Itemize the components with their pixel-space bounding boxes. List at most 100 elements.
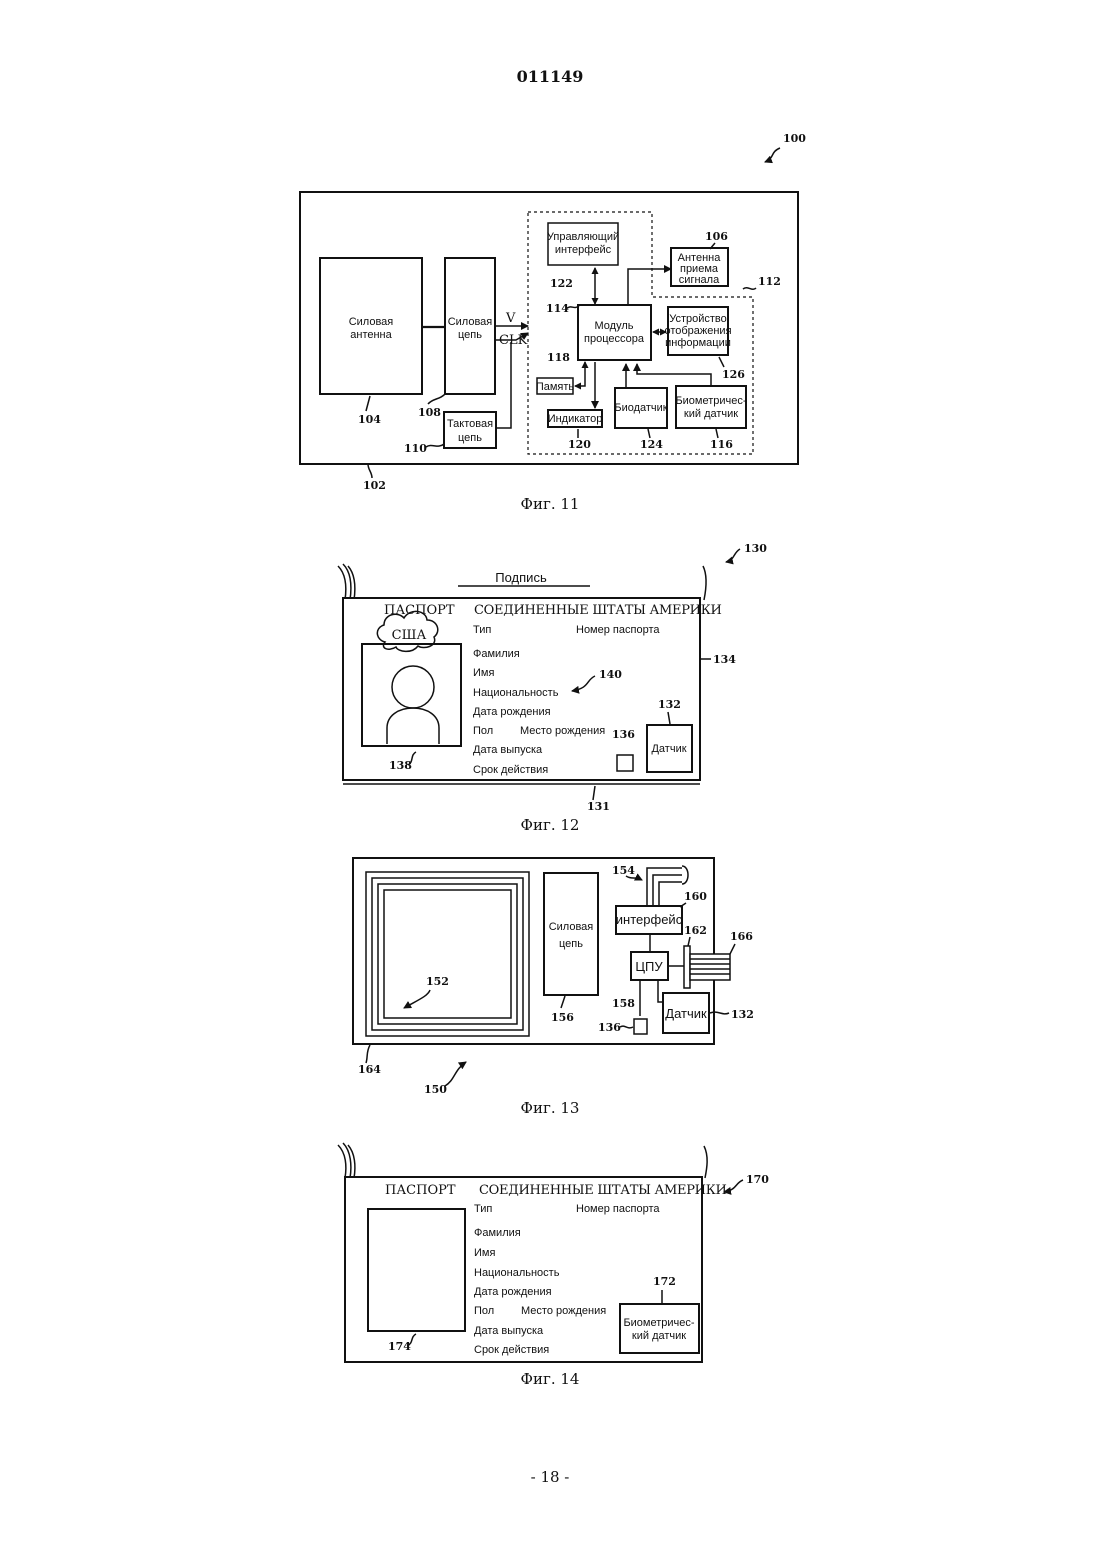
fig14-passport-number-label: Номер паспорта [576, 1203, 660, 1215]
fig12-indicator-square [617, 755, 633, 771]
fig13-cpu-label: ЦПУ [635, 959, 663, 974]
leader-150 [445, 1062, 466, 1086]
ref-138: 138 [389, 759, 412, 772]
fig12-fold-curve-1 [338, 566, 346, 600]
leader-102 [368, 464, 372, 478]
memory-label: Память [536, 381, 575, 393]
biometric-label-2: кий датчик [684, 408, 738, 420]
ref-118: 118 [547, 351, 570, 364]
ref-158: 158 [612, 997, 635, 1010]
display-label-2: отображения [664, 325, 731, 337]
figure-11: 100 112 Силовая антенна 104 Силовая цепь… [300, 132, 806, 513]
ref-152: 152 [426, 975, 449, 988]
indicator-label: Индикатор [548, 413, 603, 425]
display-label-3: информации [665, 337, 731, 349]
fig12-passport-number-label: Номер паспорта [576, 624, 660, 636]
doc-number: 011149 [517, 67, 584, 86]
fig14-field-nationality: Национальность [474, 1267, 560, 1279]
biometric-label-1: Биометричес- [675, 395, 746, 407]
fig14-fold-curve-1 [338, 1145, 346, 1178]
ref-160: 160 [684, 890, 707, 903]
ref-132: 132 [658, 698, 681, 711]
signature-label: Подпись [495, 570, 547, 585]
fig12-field-surname: Фамилия [473, 648, 520, 660]
fig12-field-expiry: Срок действия [473, 764, 548, 776]
ref-140: 140 [599, 668, 622, 681]
fig13-power-circuit-block [544, 873, 598, 995]
leader-100 [765, 148, 780, 162]
ref-162: 162 [684, 924, 707, 937]
power-circuit-label-1: Силовая [448, 316, 493, 328]
fig12-photo-frame [362, 644, 461, 746]
fig14-field-expiry: Срок действия [474, 1344, 549, 1356]
fig12-fold-curve-right [703, 566, 706, 600]
fig14-type-label: Тип [474, 1203, 492, 1215]
fig14-fold-curve-3 [348, 1145, 355, 1178]
fig14-field-birthdate: Дата рождения [474, 1286, 552, 1298]
ref-108: 108 [418, 406, 441, 419]
fig12-field-name: Имя [473, 667, 494, 679]
fig14-field-birthplace: Место рождения [521, 1305, 606, 1317]
control-interface-label-2: интерфейс [555, 244, 612, 256]
fig12-caption: Фиг. 12 [521, 816, 580, 834]
ref-110: 110 [404, 442, 427, 455]
fig12-field-birthdate: Дата рождения [473, 706, 551, 718]
fig13-interface-label: интерфейс [616, 912, 683, 927]
ref-122: 122 [550, 277, 573, 290]
ref-131: 131 [587, 800, 610, 813]
fig14-photo-frame [368, 1209, 465, 1331]
ref-164: 164 [358, 1063, 381, 1076]
ref-174: 174 [388, 1340, 411, 1353]
contact-pins-166 [690, 954, 730, 980]
fig14-biometric-label-1: Биометричес- [623, 1317, 694, 1329]
leader-131 [593, 786, 595, 800]
ref-104: 104 [358, 413, 381, 426]
fig14-country: СОЕДИНЕННЫЕ ШТАТЫ АМЕРИКИ [479, 1183, 727, 1198]
fig13-caption: Фиг. 13 [521, 1099, 580, 1117]
ref-100: 100 [783, 132, 806, 145]
fig11-caption: Фиг. 11 [521, 495, 580, 513]
ref-120: 120 [568, 438, 591, 451]
fig14-field-name: Имя [474, 1247, 495, 1259]
leader-164 [366, 1045, 370, 1063]
fig14-field-issue-date: Дата выпуска [474, 1325, 544, 1337]
ref-154: 154 [612, 864, 635, 877]
fig12-passport-title: ПАСПОРТ [384, 603, 455, 618]
clock-circuit-label-1: Тактовая [447, 418, 493, 430]
fig14-field-surname: Фамилия [474, 1227, 521, 1239]
ref-136-fig13: 136 [598, 1021, 621, 1034]
fig14-fold-curve-right [704, 1146, 707, 1178]
leader-170 [724, 1180, 743, 1192]
ref-112: 112 [758, 275, 781, 288]
fig12-field-sex: Пол [473, 725, 493, 737]
ref-170: 170 [746, 1173, 769, 1186]
ref-132-fig13: 132 [731, 1008, 754, 1021]
ref-126: 126 [722, 368, 745, 381]
fig12-sensor-label: Датчик [651, 743, 686, 755]
fig13-power-circuit-label-2: цепь [559, 938, 583, 950]
fig14-passport-title: ПАСПОРТ [385, 1183, 456, 1198]
processor-label-2: процессора [584, 333, 645, 345]
figure-13: 152 Силовая цепь 156 154 интерфейс 160 Ц… [353, 858, 754, 1117]
ref-106: 106 [705, 230, 728, 243]
ref-166: 166 [730, 930, 753, 943]
fig12-country: СОЕДИНЕННЫЕ ШТАТЫ АМЕРИКИ [474, 603, 722, 618]
biosensor-label: Биодатчик [614, 402, 667, 414]
fig13-indicator-square [634, 1019, 647, 1034]
display-label-1: Устройство [669, 313, 727, 325]
fig12-type-label: Тип [473, 624, 491, 636]
control-interface-label-1: Управляющий [547, 231, 619, 243]
figure-12: 130 Подпись ПАСПОРТ СОЕДИНЕННЫЕ ШТАТЫ АМ… [338, 542, 767, 834]
biometric-sensor-block [676, 386, 746, 428]
ref-172: 172 [653, 1275, 676, 1288]
processor-label-1: Модуль [595, 320, 634, 332]
ref-102: 102 [363, 479, 386, 492]
power-circuit-label-2: цепь [458, 329, 482, 341]
ref-130: 130 [744, 542, 767, 555]
leader-166 [730, 944, 735, 954]
fig12-field-nationality: Национальность [473, 687, 559, 699]
figure-14: 170 ПАСПОРТ СОЕДИНЕННЫЕ ШТАТЫ АМЕРИКИ Ти… [338, 1143, 769, 1388]
fig14-field-sex: Пол [474, 1305, 494, 1317]
ref-156: 156 [551, 1011, 574, 1024]
